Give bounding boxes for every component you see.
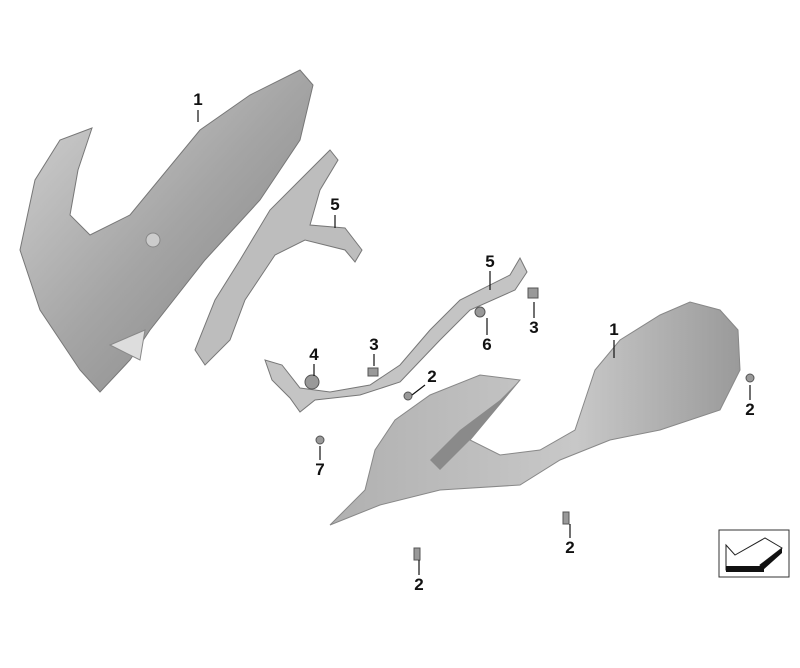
callout-3: 3 xyxy=(529,318,539,337)
callout-1: 1 xyxy=(193,90,203,109)
callout-2: 2 xyxy=(427,367,437,386)
callout-7: 7 xyxy=(315,460,325,479)
fasteners xyxy=(304,287,755,561)
left-fairing-panel[interactable] xyxy=(19,69,314,393)
right-fairing-panel[interactable] xyxy=(329,301,741,526)
tab xyxy=(108,329,146,361)
mount-hole xyxy=(145,232,161,248)
callout-5: 5 xyxy=(330,195,340,214)
callout-3: 3 xyxy=(369,335,379,354)
bracket-lower[interactable] xyxy=(264,256,528,413)
fairing-inner xyxy=(430,380,520,470)
leader-lines xyxy=(197,110,751,575)
bracket-upper[interactable] xyxy=(194,149,363,366)
callout-1: 1 xyxy=(609,320,619,339)
callout-4: 4 xyxy=(309,345,319,364)
callout-2: 2 xyxy=(745,400,755,419)
callout-2: 2 xyxy=(565,538,575,557)
view-direction-icon xyxy=(718,529,790,578)
callout-2: 2 xyxy=(414,575,424,594)
callout-5: 5 xyxy=(485,252,495,271)
callout-6: 6 xyxy=(482,335,492,354)
